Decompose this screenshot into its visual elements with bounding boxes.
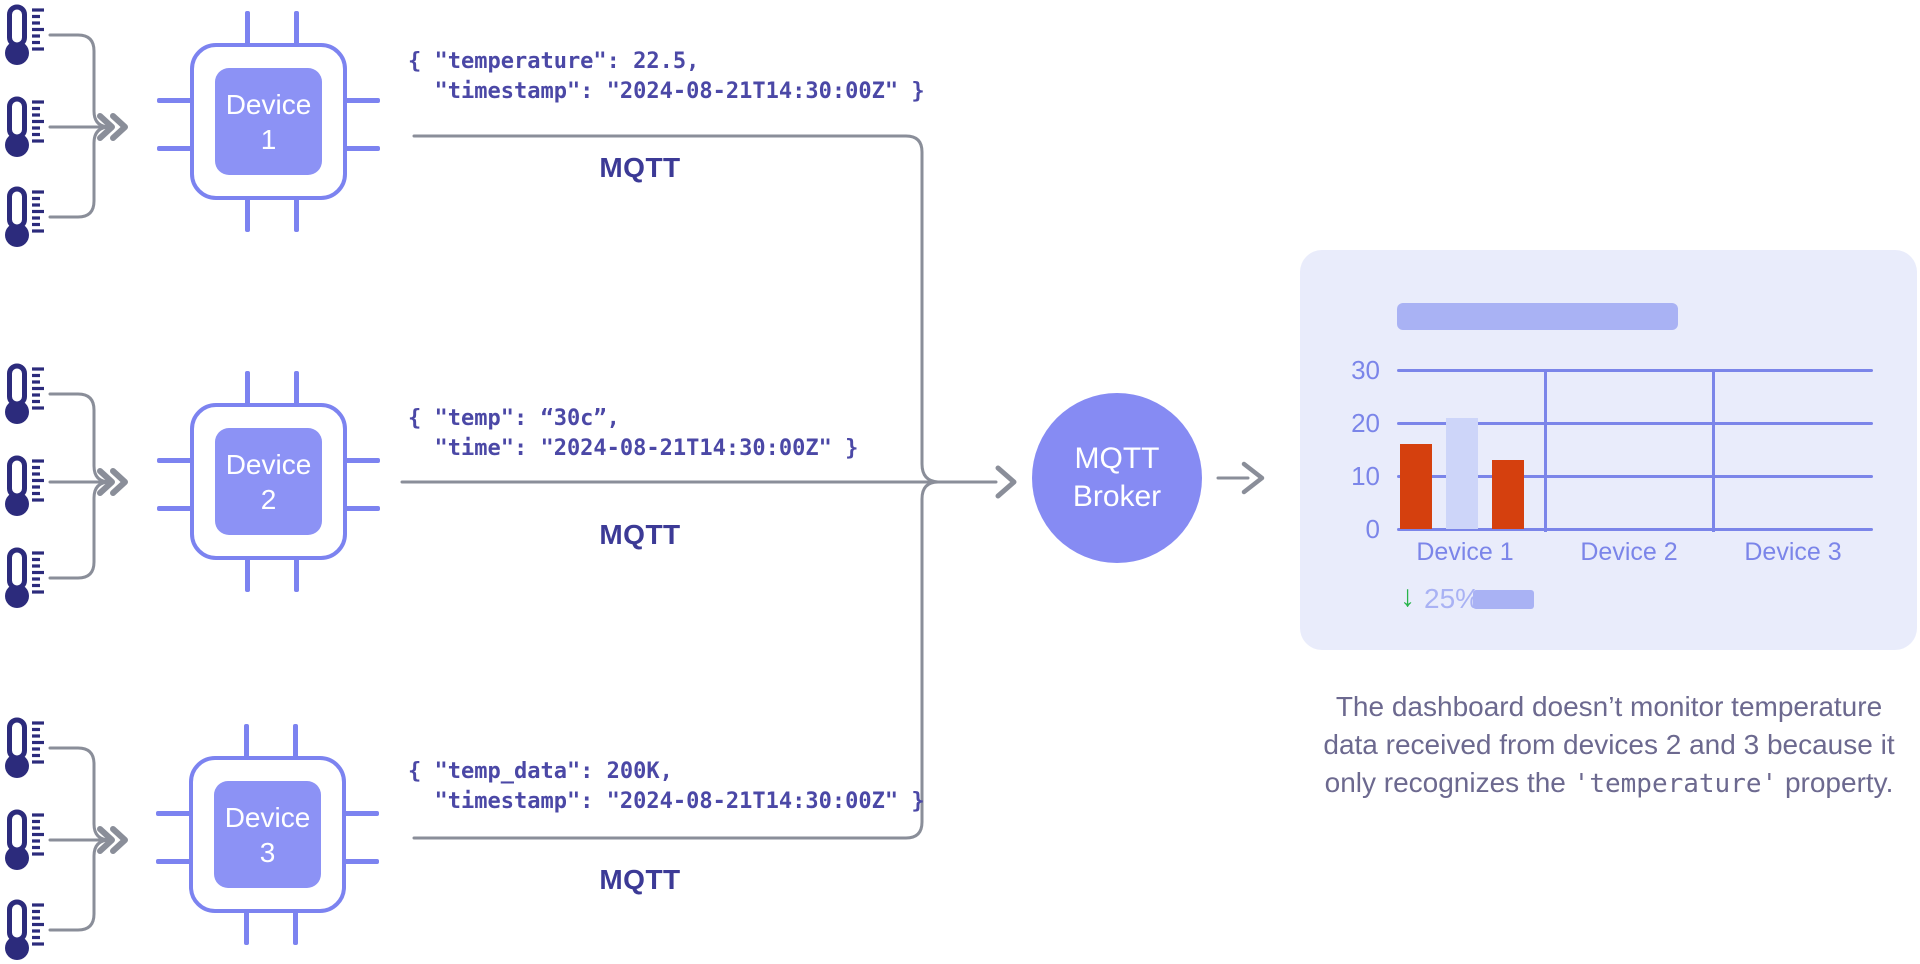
broker-label-line2: Broker (1072, 480, 1162, 513)
chip-pin (157, 458, 194, 463)
thermometer-icon (5, 189, 44, 247)
device-2-chip-core: Device 2 (215, 428, 322, 535)
device-1-label: Device 1 (225, 88, 312, 155)
stat-percentage: 25% (1424, 583, 1481, 614)
y-axis-tick-label: 0 (1365, 514, 1380, 544)
chart-bar (1446, 417, 1478, 529)
thermometer-icon (5, 902, 44, 960)
chip-pin (157, 98, 194, 103)
merge-arrow-icon (97, 468, 128, 496)
chart-gridline-vertical (1543, 370, 1547, 532)
device-3-chip: Device 3 (156, 724, 379, 945)
chip-pin (157, 146, 194, 151)
device-3-payload: { "temp_data": 200K, "timestamp": "2024-… (408, 759, 925, 814)
chart-gridline-horizontal (1397, 527, 1873, 531)
mqtt-broker-node: MQTT Broker (1032, 393, 1202, 563)
mqtt-label-3: MQTT (599, 864, 681, 895)
sensor-bracket-group-1 (48, 33, 128, 219)
chip-pin (245, 196, 250, 232)
chart-gridline-horizontal (1397, 421, 1873, 425)
chart-gridline-horizontal (1397, 368, 1873, 372)
broker-out-arrow (1216, 461, 1265, 495)
chip-pin (293, 909, 298, 945)
thermometer-icon (5, 99, 44, 157)
thermometer-icon (5, 550, 44, 608)
chip-pin (293, 724, 298, 760)
chip-pin (156, 811, 193, 816)
sensor-bracket-group-2 (48, 392, 128, 580)
caption-line-2: data received from devices 2 and 3 becau… (1323, 729, 1895, 760)
broker-in-arrow-icon (995, 465, 1017, 499)
device-2-payload: { "temp": “30c”, "time": "2024-08-21T14:… (408, 406, 859, 461)
chip-pin (245, 556, 250, 592)
broker-converging-lines (400, 134, 1017, 840)
chart-gridline-horizontal (1397, 474, 1873, 478)
thermometer-icon (5, 7, 44, 65)
chip-pin (156, 859, 193, 864)
caption-line-3: only recognizes the 'temperature' proper… (1324, 767, 1894, 799)
dashboard-title-placeholder (1397, 303, 1678, 330)
chip-pin (343, 98, 380, 103)
mqtt-label-2: MQTT (599, 519, 681, 550)
thermometer-icon (5, 366, 44, 424)
broker-label-line1: MQTT (1074, 441, 1160, 475)
chip-pin (245, 371, 250, 407)
broker-out-arrow-icon (1241, 461, 1265, 495)
mqtt-label-1: MQTT (599, 152, 681, 183)
chart-bar (1492, 460, 1524, 529)
device-1-payload: { "temperature": 22.5, "timestamp": "202… (408, 49, 925, 104)
thermometer-icon (5, 458, 44, 516)
sensor-bracket-group-3 (48, 746, 128, 932)
device-1-chip-core: Device 1 (215, 68, 322, 175)
x-axis-category-label: Device 2 (1580, 538, 1678, 566)
thermometer-icon (5, 812, 44, 870)
chip-pin (294, 11, 299, 47)
x-axis-category-label: Device 3 (1744, 538, 1842, 566)
thermometer-icon (5, 720, 44, 778)
y-axis-tick-label: 20 (1351, 408, 1380, 438)
merge-arrow-icon (97, 826, 128, 854)
device-2-label: Device 2 (225, 448, 312, 515)
device-3-chip-core: Device 3 (214, 781, 321, 888)
chip-pin (343, 458, 380, 463)
chip-pin (244, 724, 249, 760)
device-3-label: Device 3 (224, 801, 311, 868)
chip-pin (294, 196, 299, 232)
caption-code-snippet: 'temperature' (1573, 769, 1778, 799)
stat-text-placeholder (1473, 590, 1534, 609)
chart-bar (1400, 444, 1432, 529)
chip-pin (343, 506, 380, 511)
x-axis-category-label: Device 1 (1416, 538, 1514, 566)
chip-pin (343, 146, 380, 151)
y-axis-tick-label: 30 (1351, 355, 1380, 385)
chip-pin (342, 859, 379, 864)
device-2-chip: Device 2 (157, 371, 380, 592)
chip-pin (244, 909, 249, 945)
chip-pin (245, 11, 250, 47)
caption-line-1: The dashboard doesn’t monitor temperatur… (1335, 691, 1883, 722)
y-axis-tick-label: 10 (1351, 461, 1380, 491)
device-1-chip: Device 1 (157, 11, 380, 232)
chip-pin (294, 556, 299, 592)
chip-pin (294, 371, 299, 407)
chip-pin (157, 506, 194, 511)
chart-gridline-vertical (1711, 370, 1715, 532)
chip-pin (342, 811, 379, 816)
caption-text: The dashboard doesn’t monitor temperatur… (1284, 688, 1920, 803)
decrease-arrow-icon: ↓ (1400, 580, 1415, 613)
merge-arrow-icon (97, 113, 128, 141)
